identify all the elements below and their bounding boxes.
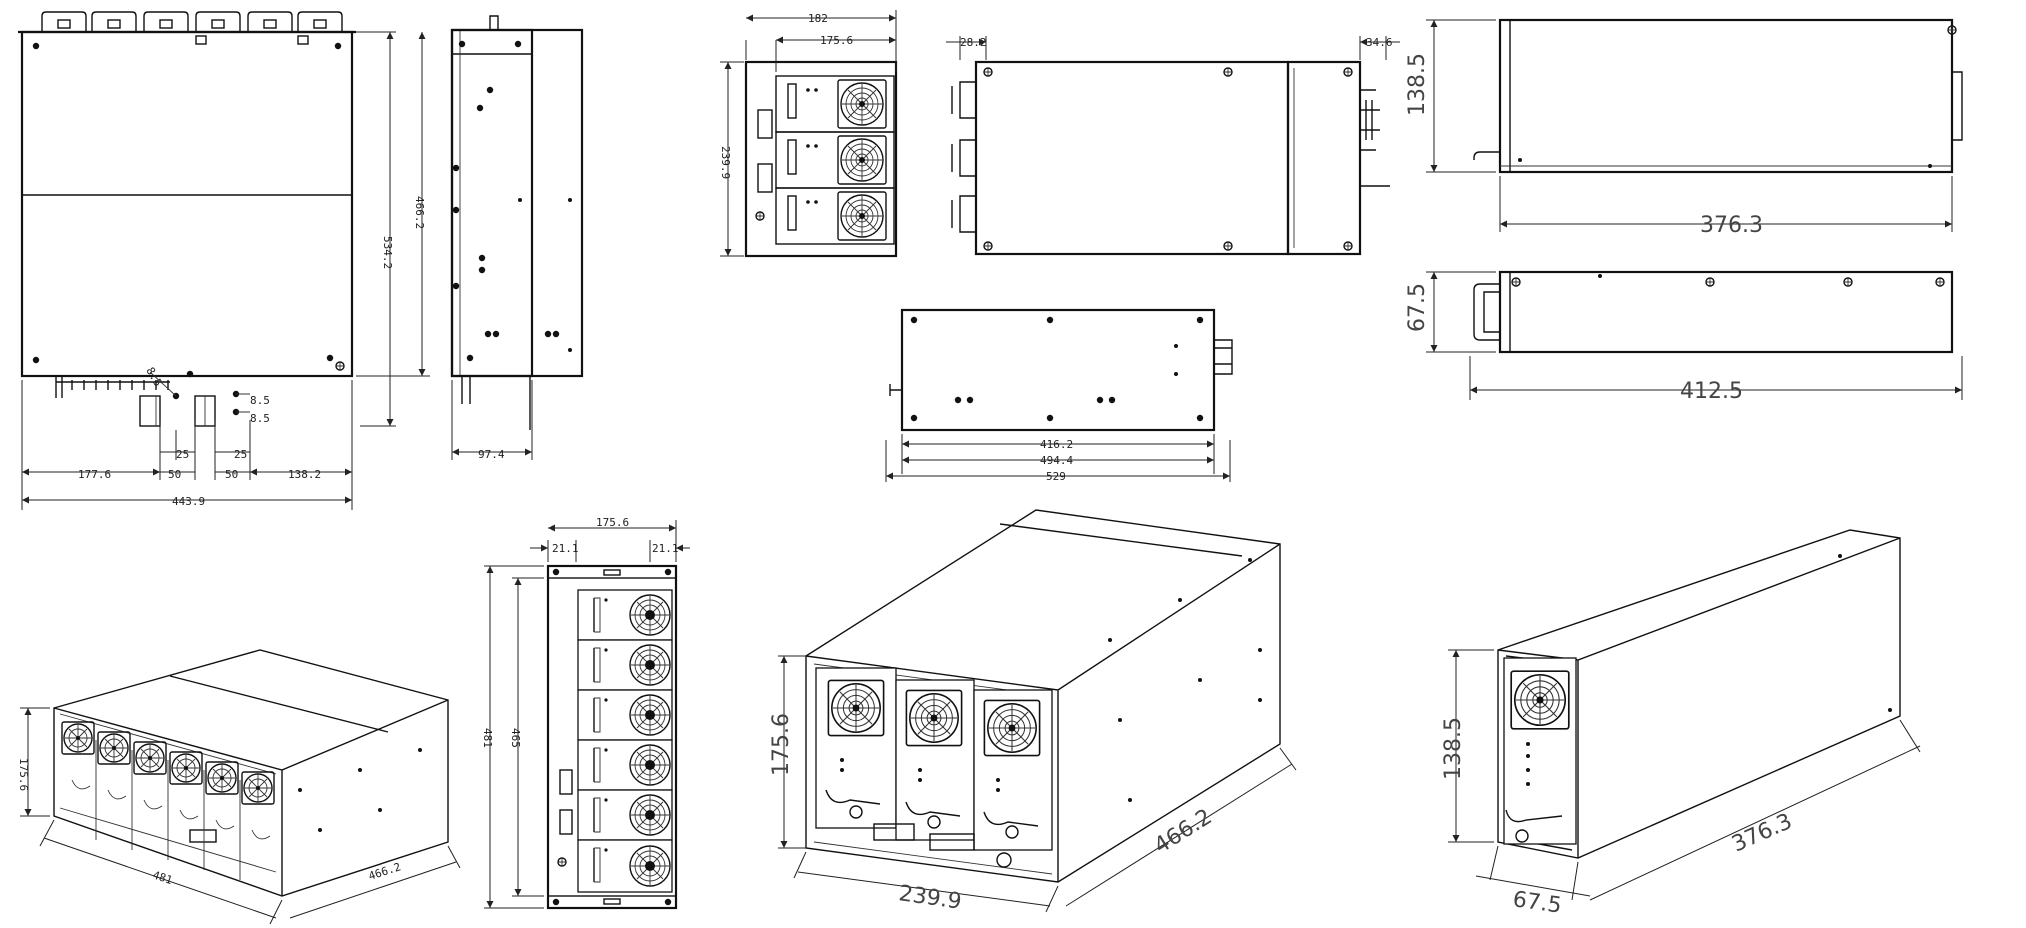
dim-rack-front-481: 481 <box>481 728 494 748</box>
dim-443-9: 443.9 <box>172 495 205 508</box>
dim-shelf-iso-466-2: 466.2 <box>1150 805 1217 860</box>
dim-8-5-b: 8.5 <box>250 394 270 407</box>
single-module-isometric-view: 138.5 67.5 376.3 <box>1441 529 1921 919</box>
dim-21-1-a: 21.1 <box>552 542 579 555</box>
dim-rack-front-465: 465 <box>509 728 522 748</box>
shelf-isometric-view: 175.6 239.9 466.2 <box>769 509 1297 915</box>
fan-icon <box>837 191 887 241</box>
dim-494-4: 494.4 <box>1040 454 1073 467</box>
fan-icon <box>577 589 673 893</box>
dim-175-6: 175.6 <box>820 34 853 47</box>
dim-single-iso-138-5: 138.5 <box>1441 717 1466 780</box>
dim-single-iso-67-5: 67.5 <box>1511 887 1563 919</box>
dim-67-5: 67.5 <box>1405 283 1430 332</box>
dim-376-3: 376.3 <box>1700 213 1763 238</box>
dim-shelf-iso-175-6: 175.6 <box>769 713 794 776</box>
dim-single-iso-376-3: 376.3 <box>1728 809 1796 857</box>
dim-412-5: 412.5 <box>1680 379 1743 404</box>
fan-icon <box>837 79 887 129</box>
dim-rack-iso-481: 481 <box>151 868 174 887</box>
dim-177-6: 177.6 <box>78 468 111 481</box>
dim-466-2: 466.2 <box>413 196 426 229</box>
dim-97-4: 97.4 <box>478 448 505 461</box>
dim-182: 182 <box>808 12 828 25</box>
handle-icon <box>41 11 343 32</box>
single-module-top-view: 67.5 412.5 <box>1405 270 1963 404</box>
rack-side-view: 97.4 <box>450 15 584 461</box>
rack-isometric-view: 175.6 481 466.2 <box>17 649 461 925</box>
dim-8-5-c: 8.5 <box>250 412 270 425</box>
dim-50-a: 50 <box>168 468 181 481</box>
fan-icon <box>837 135 887 185</box>
dim-25-a: 25 <box>176 448 189 461</box>
rack-top-view: 8.5 8.5 8.5 177.6 50 50 25 25 138.2 443.… <box>18 11 430 510</box>
dim-8-5-a: 8.5 <box>143 365 164 389</box>
dim-rack-iso-175-6: 175.6 <box>17 758 30 791</box>
single-module-side-view: 138.5 376.3 <box>1405 18 1963 238</box>
dim-138-5: 138.5 <box>1405 53 1430 116</box>
module-front-view: 182 175.6 239.9 <box>719 10 898 258</box>
dim-534-2: 534.2 <box>381 236 394 269</box>
dim-138-2: 138.2 <box>288 468 321 481</box>
dim-21-1-b: 21.1 <box>652 542 679 555</box>
dim-529: 529 <box>1046 470 1066 483</box>
dim-28-2: 28.2 <box>960 36 987 49</box>
module-bottom-view: 416.2 494.4 529 <box>885 308 1233 483</box>
dim-shelf-iso-239-9: 239.9 <box>897 881 963 915</box>
dim-25-b: 25 <box>234 448 247 461</box>
dim-50-b: 50 <box>225 468 238 481</box>
rack-front-view: 175.6 21.1 21.1 481 465 <box>481 516 690 910</box>
dim-239-9: 239.9 <box>719 146 732 179</box>
dim-416-2: 416.2 <box>1040 438 1073 451</box>
dim-34-6: 34.6 <box>1366 36 1393 49</box>
dim-rack-iso-466-2: 466.2 <box>367 860 403 883</box>
dim-rack-front-175-6: 175.6 <box>596 516 629 529</box>
module-side-view: 28.2 34.6 <box>946 36 1400 256</box>
